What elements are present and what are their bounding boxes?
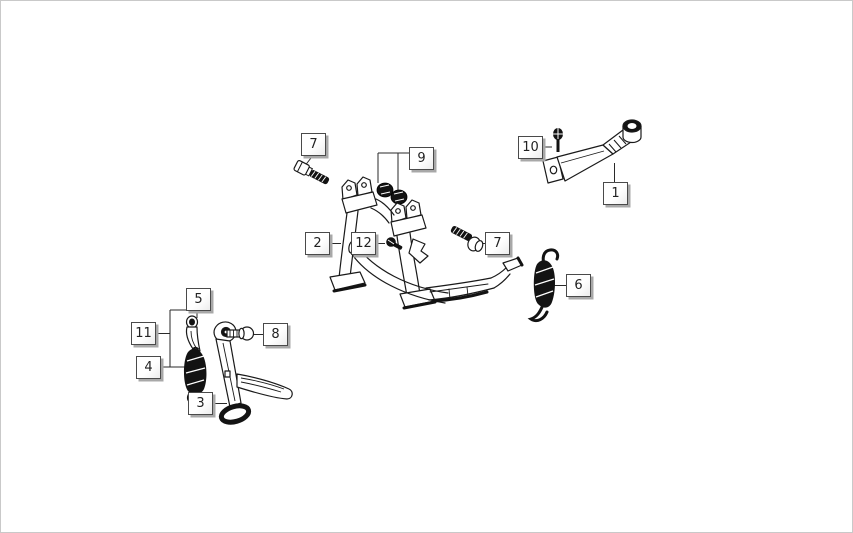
callout-10-screw[interactable]: 10 [518, 136, 543, 159]
center-stand-spring-drawing [527, 248, 560, 323]
stand-lever-drawing [542, 119, 642, 184]
callout-9-nuts[interactable]: 9 [409, 147, 434, 170]
callout-5-hook-link[interactable]: 5 [186, 288, 211, 311]
center-stand-drawing [329, 176, 524, 310]
side-stand-bolt-drawing [226, 326, 255, 341]
callout-12-pin[interactable]: 12 [351, 232, 376, 255]
callout-4-side-spring[interactable]: 4 [136, 356, 161, 379]
callout-8-stand-bolt[interactable]: 8 [263, 323, 288, 346]
callout-3-side-stand[interactable]: 3 [188, 392, 213, 415]
hex-nuts-drawing [376, 182, 408, 205]
hex-bolt-side-drawing [450, 226, 484, 252]
callout-6-spring[interactable]: 6 [566, 274, 591, 297]
lever-screw-drawing [553, 128, 563, 152]
callout-7-side-bolt[interactable]: 7 [485, 232, 510, 255]
callout-7-front-bolt[interactable]: 7 [301, 133, 326, 156]
hex-bolt-front-drawing [293, 160, 330, 185]
pivot-pin-drawing [386, 237, 403, 250]
spring-hook-link-drawing [185, 315, 201, 352]
callout-11-spring-kit[interactable]: 11 [131, 322, 156, 345]
callout-2-center-stand[interactable]: 2 [305, 232, 330, 255]
callout-1-lever[interactable]: 1 [603, 182, 628, 205]
